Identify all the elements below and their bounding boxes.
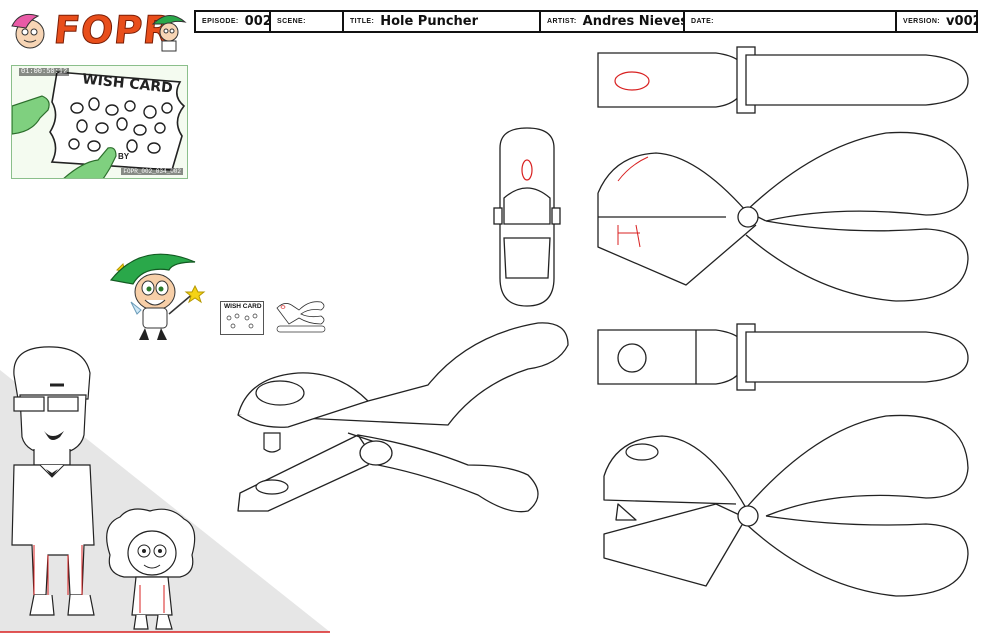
mini-wish-card-text: WISH CARD [224,303,262,310]
puncher-three-quarter-view [237,322,569,513]
date-label: DATE: [691,18,714,25]
mini-wish-card: WISH CARD [220,301,264,335]
man-character-drawing [11,346,95,616]
storyboard-thumbnail: WISH CARD BY 01:00:50:12 FOPR_002_034_00… [11,65,188,179]
mini-puncher-reference [276,301,326,333]
girl-character-drawing [106,508,196,630]
title-value: Hole Puncher [380,14,479,29]
artist-label: ARTIST: [547,18,577,25]
scene-cell: SCENE: [271,12,344,31]
timecode: 01:00:50:12 [19,68,70,76]
thumbnail-card-subtext: BY [118,152,130,161]
title-cell: TITLE: Hole Puncher [344,12,541,31]
date-cell: DATE: [685,12,897,31]
episode-value: 002 [244,14,271,29]
artist-cell: ARTIST: Andres Nieves [541,12,685,31]
fairy-logo-icon [11,13,45,49]
puncher-top-view-closed [597,323,969,391]
puncher-top-view-open [597,46,969,114]
title-block: EPISODE: 002 SCENE: TITLE: Hole Puncher … [194,10,978,33]
version-label: VERSION: [903,18,941,25]
shot-id: FOPR_002_034_002 [121,168,183,175]
puncher-side-view-bottom [603,414,969,597]
episode-cell: EPISODE: 002 [196,12,271,31]
puncher-front-view [493,127,561,307]
cosmo-logo-icon [151,15,187,52]
title-label: TITLE: [350,18,375,25]
scene-label: SCENE: [277,18,306,25]
cosmo-character-drawing [109,253,206,340]
episode-label: EPISODE: [202,18,239,25]
mini-card-holes [226,313,258,329]
version-value: v002 [946,14,976,29]
fopr-logo: FOPR [4,6,194,56]
version-cell: VERSION: v002 [897,12,976,31]
wish-card-panel-drawing [12,71,186,178]
artist-value: Andres Nieves [582,14,685,29]
puncher-side-view-top [597,131,969,302]
